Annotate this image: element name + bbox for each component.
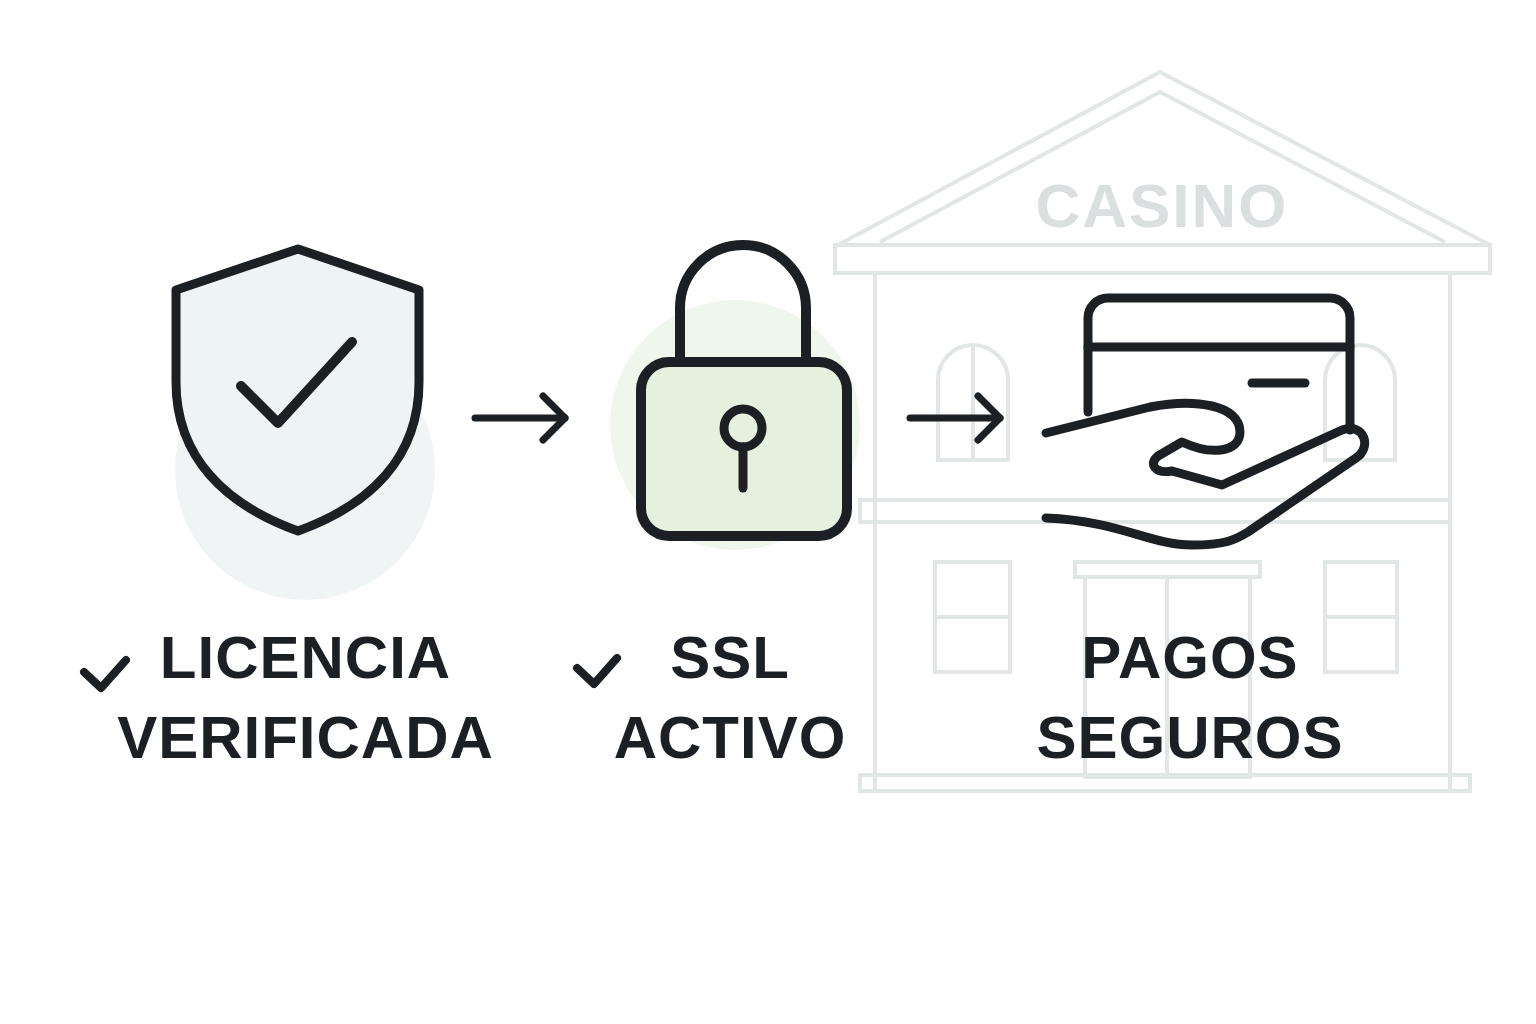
payment-icon <box>1046 298 1365 545</box>
check-mark <box>577 658 617 684</box>
shield-icon <box>175 249 435 600</box>
flow-arrow <box>910 396 1000 440</box>
lock-icon <box>610 245 860 550</box>
node-label: LICENCIA VERIFICADA <box>96 618 516 778</box>
node-label: SSL ACTIVO <box>595 618 865 778</box>
flow-arrow <box>475 396 565 440</box>
icon-node: PAGOS SEGUROS <box>1035 290 1375 550</box>
watermark-text: CASINO <box>1035 170 1288 241</box>
node-label: PAGOS SEGUROS <box>1010 618 1370 778</box>
check-mark <box>84 660 126 688</box>
icon-node: LICENCIA VERIFICADA <box>165 240 430 540</box>
icon-node: SSL ACTIVO <box>605 240 855 545</box>
